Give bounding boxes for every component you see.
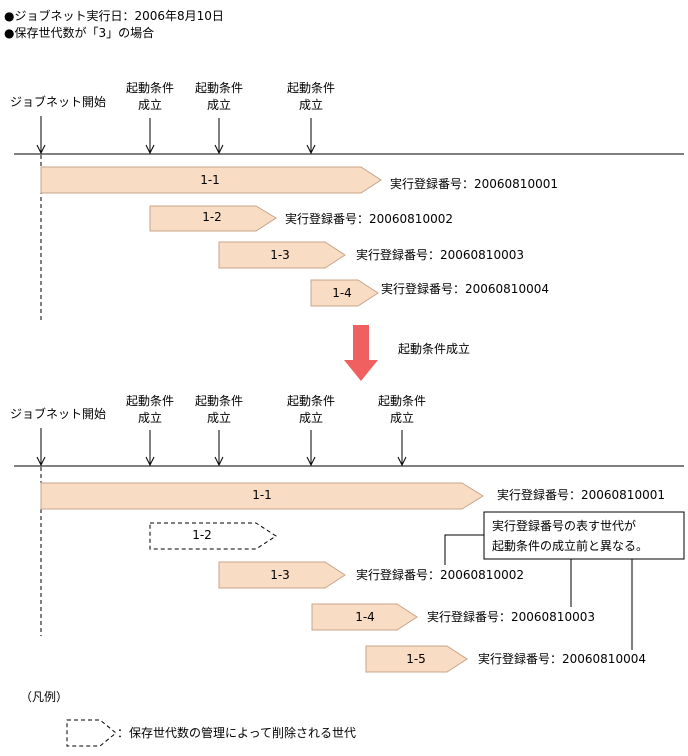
top-trigger-3-line2: 成立	[299, 97, 323, 112]
bottom-bar-1-2-deleted	[149, 522, 277, 550]
bottom-bar-1-4-label: 1-4	[355, 610, 375, 624]
top-trigger-1-line2: 成立	[138, 97, 162, 112]
top-trigger-2-line1: 起動条件	[195, 81, 243, 95]
top-trigger-3-arrowhead	[306, 144, 316, 155]
bottom-trigger-3-arrowhead	[306, 456, 316, 467]
bottom-bar-1-4-reg: 実行登録番号：20060810003	[427, 609, 595, 624]
bottom-trigger-2-line2: 成立	[207, 410, 231, 425]
legend-deleted-swatch	[66, 719, 117, 747]
bottom-bar-1-2-label: 1-2	[192, 528, 212, 542]
top-bar-1-2-reg: 実行登録番号：20060810002	[285, 211, 453, 226]
bottom-bar-1-3	[218, 561, 346, 589]
bottom-start-arrowhead	[36, 456, 46, 467]
callout-leader-1	[444, 534, 484, 565]
top-bar-1-3-label: 1-3	[270, 248, 290, 262]
legend: （凡例） ：保存世代数の管理によって削除される世代	[20, 690, 356, 747]
top-trigger-1-arrowhead	[145, 144, 155, 155]
bottom-bar-1-4	[311, 603, 418, 631]
bottom-bar-1-3-reg: 実行登録番号：20060810002	[356, 567, 524, 582]
bottom-bar-1-3-label: 1-3	[270, 568, 290, 582]
transition-down-arrow	[344, 325, 378, 381]
top-bar-1-4	[310, 279, 379, 307]
bottom-bar-1-5	[365, 645, 468, 673]
legend-title: （凡例）	[20, 690, 68, 704]
legend-deleted-desc: ：保存世代数の管理によって削除される世代	[117, 725, 356, 740]
top-bar-1-2-label: 1-2	[202, 210, 222, 224]
bottom-trigger-4-line2: 成立	[390, 410, 414, 425]
bottom-bar-1-1-label: 1-1	[252, 488, 272, 502]
bottom-bar-1-1	[40, 482, 484, 510]
top-trigger-3-line1: 起動条件	[287, 81, 335, 95]
top-start-arrowhead	[36, 144, 46, 155]
bottom-trigger-1-line2: 成立	[138, 410, 162, 425]
bottom-trigger-2-line1: 起動条件	[195, 394, 243, 408]
bottom-bar-1-5-reg: 実行登録番号：20060810004	[478, 651, 646, 666]
top-trigger-2-arrowhead	[214, 144, 224, 155]
bottom-start-label: ジョブネット開始	[10, 406, 106, 421]
top-bar-1-4-reg: 実行登録番号：20060810004	[381, 281, 549, 296]
bottom-trigger-2-arrowhead	[214, 456, 224, 467]
bottom-bar-1-1-reg: 実行登録番号：20060810001	[497, 487, 665, 502]
bottom-trigger-3-line2: 成立	[299, 410, 323, 425]
header-execution-date: ●ジョブネット実行日：2006年8月10日	[4, 8, 224, 23]
callout-line2: 起動条件の成立前と異なる。	[492, 538, 648, 553]
transition-label: 起動条件成立	[398, 341, 470, 356]
top-bar-1-1	[40, 166, 382, 194]
bottom-timeline: ジョブネット開始 起動条件 成立 起動条件 成立 起動条件 成立 起動条件 成立…	[10, 394, 685, 673]
top-bar-1-4-label: 1-4	[332, 286, 352, 300]
top-bar-1-3	[218, 241, 346, 269]
header-generation-count: ●保存世代数が「3」の場合	[4, 25, 154, 40]
callout-box	[483, 511, 685, 560]
bottom-trigger-1-arrowhead	[145, 456, 155, 467]
top-bar-1-1-label: 1-1	[200, 173, 220, 187]
top-trigger-1-line1: 起動条件	[126, 81, 174, 95]
top-bar-1-3-reg: 実行登録番号：20060810003	[356, 247, 524, 262]
bottom-trigger-3-line1: 起動条件	[287, 394, 335, 408]
callout-line1: 実行登録番号の表す世代が	[492, 518, 636, 533]
bottom-trigger-4-arrowhead	[397, 456, 407, 467]
top-timeline: ジョブネット開始 起動条件 成立 起動条件 成立 起動条件 成立 1-1 実行登…	[10, 81, 684, 322]
bottom-trigger-1-line1: 起動条件	[126, 394, 174, 408]
bottom-bar-1-5-label: 1-5	[406, 652, 426, 666]
top-start-label: ジョブネット開始	[10, 94, 106, 109]
transition: 起動条件成立	[344, 325, 470, 381]
top-trigger-2-line2: 成立	[207, 97, 231, 112]
bottom-trigger-4-line1: 起動条件	[378, 394, 426, 408]
top-bar-1-1-reg: 実行登録番号：20060810001	[390, 176, 558, 191]
top-bar-1-2	[149, 205, 277, 232]
